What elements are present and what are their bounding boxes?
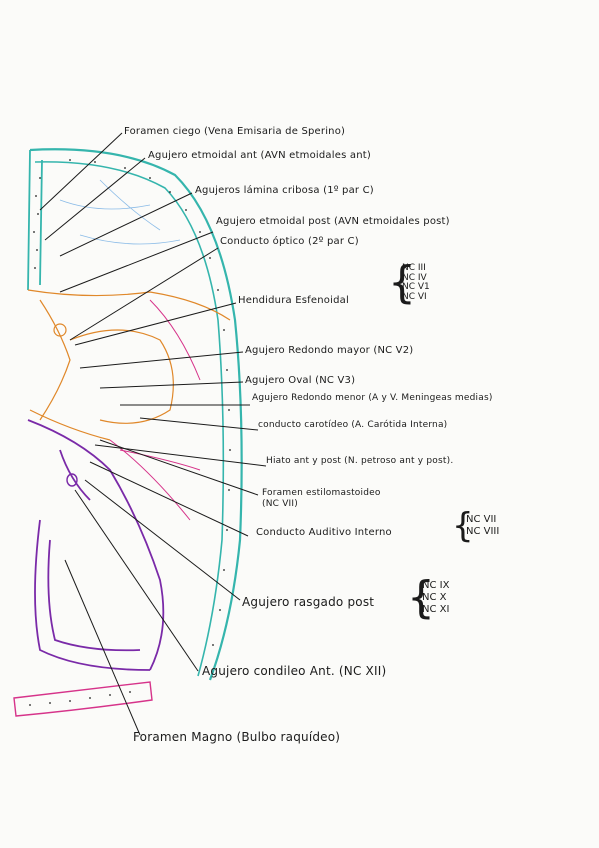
label-foramen-ciego: Foramen ciego (Vena Emisaria de Sperino) [124,126,346,137]
sphenoid-outline [27,289,231,441]
label-rasgado: Agujero rasgado post [242,595,375,609]
label-etmoidal-ant: Agujero etmoidal ant (AVN etmoidales ant… [148,150,371,161]
label-oval: Agujero Oval (NC V3) [245,375,356,386]
label-lamina-cribosa: Agujeros lámina cribosa (1º par C) [195,185,374,196]
label-redondo-mayor: Agujero Redondo mayor (NC V2) [245,345,414,356]
left-teal-wall [27,149,43,291]
leader-lines [39,132,267,736]
meningeal-lines [109,299,201,521]
posterior-fossa-outline [27,419,165,671]
nerves-auditivo: NC VII NC VIII [466,514,500,537]
label-etmoidal-post: Agujero etmoidal post (AVN etmoidales po… [216,216,450,227]
bottom-strip-dots [29,691,131,706]
label-carotideo: conducto carotídeo (A. Carótida Interna) [258,420,448,430]
condylar-foramen [66,473,78,487]
vessel-lines [59,179,181,245]
label-auditivo: Conducto Auditivo Interno [256,527,392,538]
label-estilomastoideo: Foramen estilomastoideo (NC VII) [262,488,381,509]
inner-teal-wall [34,161,225,677]
outer-teal-wall [29,148,243,681]
brace-auditivo: { [452,506,474,546]
brace-hendidura: { [388,257,416,308]
bottom-strip [13,681,153,717]
dotted-band [33,159,231,646]
label-condileo: Agujero condileo Ant. (NC XII) [202,664,387,678]
nerves-rasgado: NC IX NC X NC XI [422,580,450,615]
label-hiato: Hiato ant y post (N. petroso ant y post)… [266,456,454,466]
nerves-hendidura: NC III NC IV NC V1 NC VI [402,263,430,302]
label-magno: Foramen Magno (Bulbo raquídeo) [133,730,341,744]
label-conducto-optico: Conducto óptico (2º par C) [220,236,359,247]
label-redondo-menor: Agujero Redondo menor (A y V. Meningeas … [252,393,493,403]
round-foramen-orange [53,323,67,337]
label-hendidura: Hendidura Esfenoidal [238,295,349,306]
brace-rasgado: { [407,572,435,623]
